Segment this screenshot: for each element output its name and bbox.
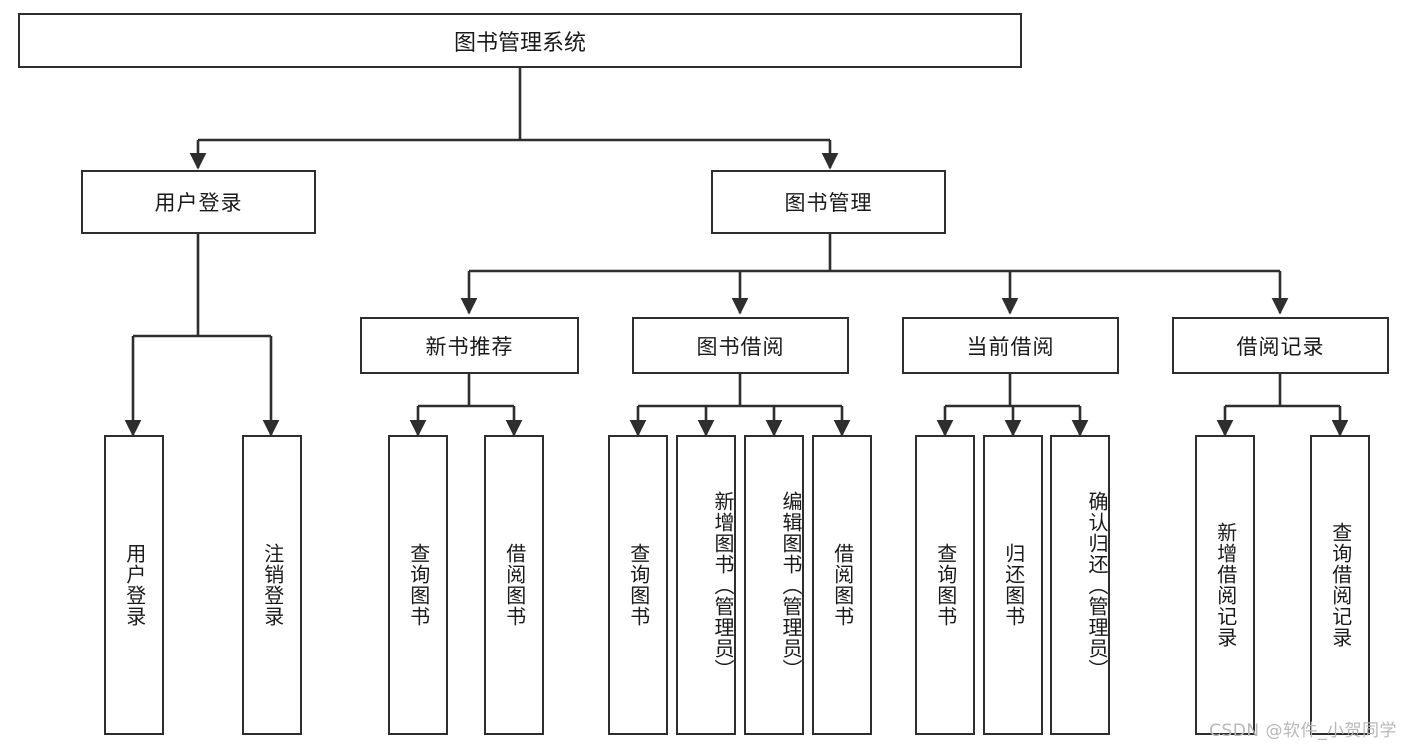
node-root-system[interactable]: 图书管理系统 — [18, 13, 1022, 68]
node-leaf-edit-book[interactable]: 编辑图书（管理员） — [744, 435, 804, 735]
node-label: 归还图书 — [1001, 543, 1026, 627]
csdn-watermark: CSDN @软件_小贺同学 — [1209, 721, 1397, 741]
node-book-borrow[interactable]: 图书借阅 — [632, 317, 849, 374]
node-leaf-add-book[interactable]: 新增图书（管理员） — [676, 435, 736, 735]
node-leaf-user-login[interactable]: 用户登录 — [104, 435, 164, 735]
node-label: 新增图书（管理员） — [711, 490, 735, 680]
node-label: 用户登录 — [154, 191, 243, 215]
node-label: 当前借阅 — [966, 334, 1055, 359]
node-current-borrow[interactable]: 当前借阅 — [902, 317, 1119, 374]
node-leaf-query-book-1[interactable]: 查询图书 — [388, 435, 448, 735]
node-leaf-add-record[interactable]: 新增借阅记录 — [1195, 435, 1255, 735]
node-label: 借阅记录 — [1236, 334, 1325, 359]
node-leaf-query-record[interactable]: 查询借阅记录 — [1310, 435, 1370, 735]
node-label: 确认归还（管理员） — [1085, 490, 1109, 680]
node-label: 新书推荐 — [425, 334, 514, 359]
node-label: 用户登录 — [122, 543, 147, 627]
node-leaf-return-book[interactable]: 归还图书 — [983, 435, 1043, 735]
node-label: 查询图书 — [406, 543, 431, 627]
node-label: 编辑图书（管理员） — [779, 490, 803, 680]
node-label: 查询借阅记录 — [1328, 522, 1353, 648]
node-label: 图书管理 — [784, 191, 873, 215]
node-user-login[interactable]: 用户登录 — [81, 170, 316, 234]
node-label: 借阅图书 — [502, 543, 527, 627]
node-leaf-query-book-3[interactable]: 查询图书 — [915, 435, 975, 735]
node-leaf-borrow-book-1[interactable]: 借阅图书 — [484, 435, 544, 735]
node-leaf-logout-login[interactable]: 注销登录 — [242, 435, 302, 735]
node-label: 查询图书 — [933, 543, 958, 627]
node-label: 新增借阅记录 — [1213, 522, 1238, 648]
node-label: 图书管理系统 — [453, 30, 586, 56]
node-book-manage[interactable]: 图书管理 — [711, 170, 946, 234]
node-leaf-confirm-return[interactable]: 确认归还（管理员） — [1050, 435, 1110, 735]
node-new-book-rec[interactable]: 新书推荐 — [360, 317, 579, 374]
node-label: 注销登录 — [260, 543, 285, 627]
node-borrow-record[interactable]: 借阅记录 — [1172, 317, 1389, 374]
node-leaf-query-book-2[interactable]: 查询图书 — [608, 435, 668, 735]
node-label: 查询图书 — [626, 543, 651, 627]
node-leaf-borrow-book-2[interactable]: 借阅图书 — [812, 435, 872, 735]
node-label: 借阅图书 — [830, 543, 855, 627]
node-label: 图书借阅 — [696, 334, 785, 359]
